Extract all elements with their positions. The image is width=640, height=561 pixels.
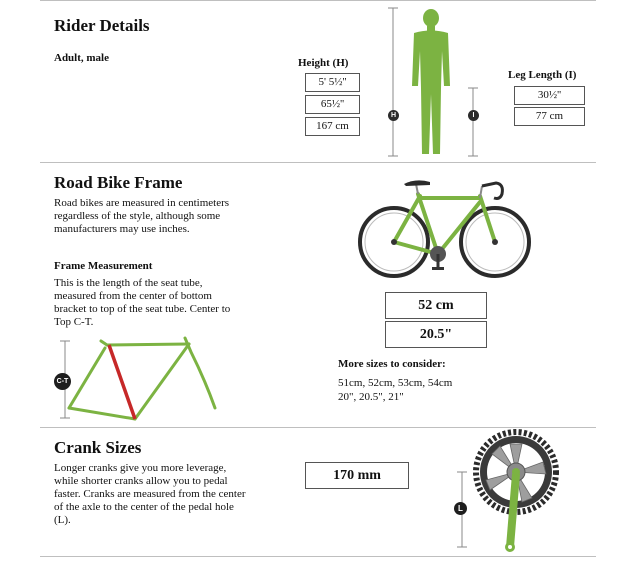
crank-sizes-title: Crank Sizes xyxy=(54,438,142,457)
ct-marker: C-T xyxy=(54,373,71,390)
leg-length-label: Leg Length (I) xyxy=(508,69,577,81)
rider-details-title: Rider Details xyxy=(54,16,150,35)
more-sizes-in: 20", 20.5", 21" xyxy=(338,391,404,403)
frame-measurement-text: This is the length of the seat tube, mea… xyxy=(54,277,231,328)
leg-cm-box: 77 cm xyxy=(514,107,585,126)
leg-marker: I xyxy=(468,110,479,121)
separator-bottom xyxy=(40,556,596,557)
separator-top xyxy=(40,0,596,1)
height-marker-label: H xyxy=(390,112,397,119)
frame-size-cm-box: 52 cm xyxy=(385,292,487,319)
frame-diagram xyxy=(60,336,217,421)
leg-inches-box: 30½'' xyxy=(514,86,585,105)
frame-size-in-box: 20.5" xyxy=(385,321,487,348)
road-bike-frame-title: Road Bike Frame xyxy=(54,173,183,192)
height-inches-box: 65½'' xyxy=(305,95,360,114)
separator-2 xyxy=(40,427,596,428)
rider-figure xyxy=(388,7,478,157)
height-marker: H xyxy=(388,110,399,121)
crank-description: Longer cranks give you more leverage, wh… xyxy=(54,462,246,526)
separator-1 xyxy=(40,162,596,163)
height-cm-box: 167 cm xyxy=(305,117,360,136)
crank-size-box: 170 mm xyxy=(305,462,409,489)
road-bike-illustration xyxy=(358,180,531,278)
ct-marker-label: C-T xyxy=(56,378,69,385)
height-label: Height (H) xyxy=(298,57,349,69)
l-marker-label: L xyxy=(458,504,463,513)
leg-marker-label: I xyxy=(472,112,475,119)
frame-description: Road bikes are measured in centimeters r… xyxy=(54,197,230,235)
chainring-illustration xyxy=(457,429,559,552)
height-feet-box: 5' 5½'' xyxy=(305,73,360,92)
frame-measurement-title: Frame Measurement xyxy=(54,260,153,272)
more-sizes-title: More sizes to consider: xyxy=(338,358,446,370)
rider-subtitle: Adult, male xyxy=(54,52,109,64)
more-sizes-cm: 51cm, 52cm, 53cm, 54cm xyxy=(338,377,453,389)
l-marker: L xyxy=(454,502,467,515)
